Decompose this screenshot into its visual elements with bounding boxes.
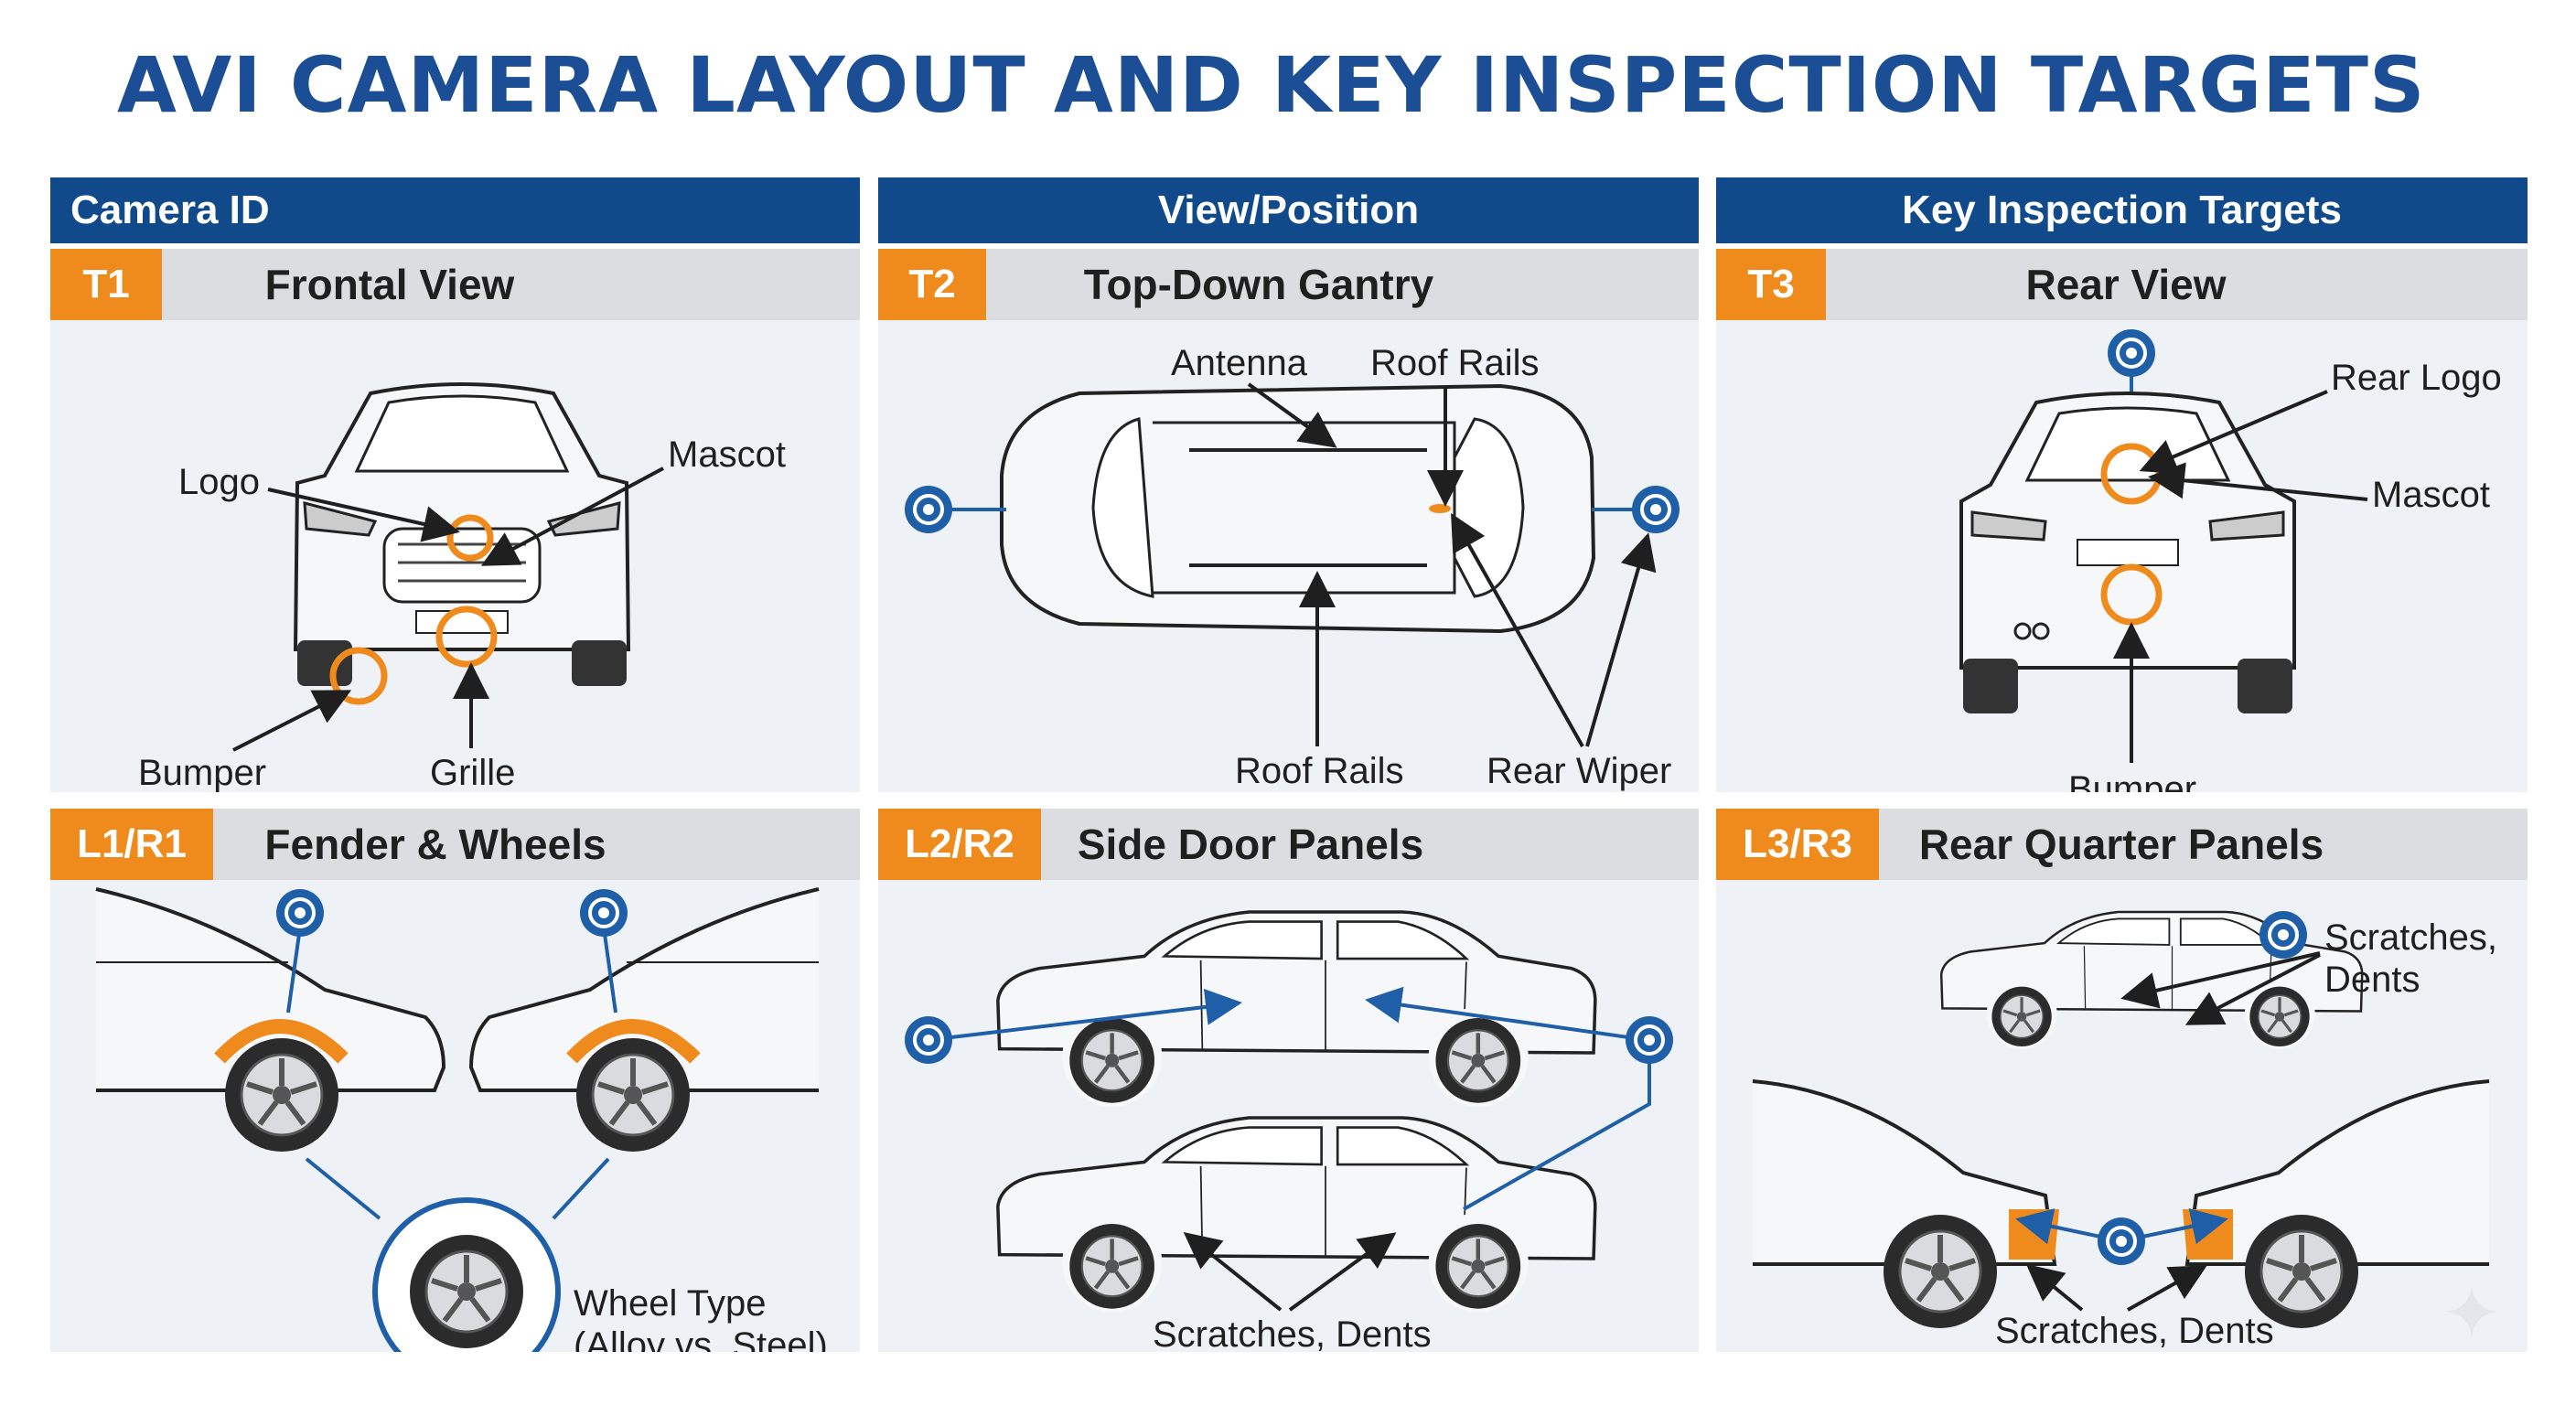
label-scratches-dents: Scratches, Dents: [1153, 1314, 1432, 1352]
label-scratches-top: Scratches,: [2324, 917, 2497, 958]
panel-t2-top-down-gantry: T2 Top-Down Gantry Antenna Roof Rails Ro…: [878, 249, 1699, 792]
label-rear-wiper: Rear Wiper: [1487, 751, 1671, 791]
camera-id-badge: T2: [878, 249, 986, 320]
panel-l3r3-rear-quarter-panels: L3/R3 Rear Quarter Panels Scratches, Den…: [1716, 809, 2528, 1352]
column-header-camera-id: Camera ID: [50, 177, 860, 243]
sedan-side-icon: [1752, 1079, 2059, 1328]
camera-icon: [2106, 327, 2157, 379]
label-roof-rails-top: Roof Rails: [1370, 343, 1540, 383]
rear-view-diagram: Rear Logo Mascot Bumper: [1959, 327, 2502, 792]
camera-icon: [1624, 1014, 1675, 1066]
label-grille: Grille: [430, 753, 515, 792]
view-name: Fender & Wheels: [264, 820, 606, 868]
panel-l2r2-side-door-panels: L2/R2 Side Door Panels Scratches, Dents: [878, 809, 1699, 1352]
sedan-side-icon: [2183, 1079, 2490, 1328]
label-rear-logo: Rear Logo: [2331, 358, 2502, 398]
fender-wheels-diagram: Wheel Type (Alloy vs. Steel): [95, 887, 828, 1352]
sedan-side-icon: [95, 887, 446, 1152]
label-scratches-dents-bottom: Scratches, Dents: [1995, 1311, 2274, 1351]
wheel-icon: [410, 1235, 523, 1348]
label-bumper: Bumper: [2068, 769, 2196, 792]
camera-id-badge: T3: [1716, 249, 1826, 320]
sedan-front-icon: [294, 382, 630, 688]
page-title: AVI CAMERA LAYOUT AND KEY INSPECTION TAR…: [117, 40, 2426, 130]
label-wheel-type: Wheel Type: [574, 1283, 767, 1324]
label-alloy-vs-steel: (Alloy vs. Steel): [574, 1325, 828, 1352]
label-bumper: Bumper: [138, 753, 266, 792]
camera-id-badge: L2/R2: [878, 809, 1041, 880]
view-name: Rear Quarter Panels: [1918, 820, 2324, 868]
sedan-side-icon: [998, 1118, 1595, 1313]
frontal-view-diagram: Logo Mascot Bumper Grille: [138, 382, 786, 792]
sparkle-icon: [2446, 1286, 2497, 1337]
panel-title-bar: L3/R3 Rear Quarter Panels: [1716, 809, 2528, 880]
rear-quarter-diagram: Scratches, Dents Scratches, Dents: [1752, 909, 2497, 1351]
panel-title-bar: T2 Top-Down Gantry: [878, 249, 1699, 320]
camera-icon: [903, 484, 954, 535]
label-mascot: Mascot: [2372, 475, 2490, 515]
view-name: Rear View: [2025, 261, 2227, 308]
camera-icon: [1630, 484, 1681, 535]
view-name: Top-Down Gantry: [1083, 261, 1434, 308]
label-logo: Logo: [178, 462, 260, 502]
panel-t3-rear-view: T3 Rear View Rear Logo Mascot Bumper: [1716, 249, 2528, 792]
sedan-rear-icon: [1959, 391, 2296, 713]
camera-icon: [2258, 909, 2309, 960]
label-antenna: Antenna: [1171, 343, 1308, 383]
panel-title-bar: T1 Frontal View: [50, 249, 860, 320]
camera-id-badge: T1: [50, 249, 162, 320]
camera-icon: [578, 887, 629, 938]
column-header-key-inspection-targets: Key Inspection Targets: [1716, 177, 2528, 243]
panel-title-bar: L1/R1 Fender & Wheels: [50, 809, 860, 880]
camera-icon: [274, 887, 326, 938]
label-dents-top: Dents: [2324, 960, 2420, 1000]
panel-title-bar: L2/R2 Side Door Panels: [878, 809, 1699, 880]
bumper-highlight: [329, 647, 388, 705]
side-door-diagram: Scratches, Dents: [903, 880, 1675, 1352]
camera-id-badge: L1/R1: [50, 809, 213, 880]
camera-id-badge: L3/R3: [1716, 809, 1879, 880]
camera-icon: [2096, 1216, 2147, 1267]
panel-t1-frontal-view: T1 Frontal View Logo Mascot Bumper Grill…: [50, 249, 860, 792]
top-down-diagram: Antenna Roof Rails Roof Rails Rear Wiper: [903, 343, 1681, 791]
view-name: Frontal View: [264, 261, 515, 308]
panel-title-bar: T3 Rear View: [1716, 249, 2528, 320]
label-mascot: Mascot: [668, 434, 786, 475]
sedan-top-icon: [1000, 383, 1596, 634]
panel-l1r1-fender-wheels: L1/R1 Fender & Wheels W: [50, 809, 860, 1352]
sedan-side-icon: [998, 912, 1595, 1107]
camera-icon: [903, 1014, 954, 1066]
view-name: Side Door Panels: [1077, 820, 1424, 868]
label-roof-rails-bottom: Roof Rails: [1235, 751, 1404, 791]
column-header-view-position: View/Position: [878, 177, 1699, 243]
sedan-side-icon: [468, 887, 820, 1152]
